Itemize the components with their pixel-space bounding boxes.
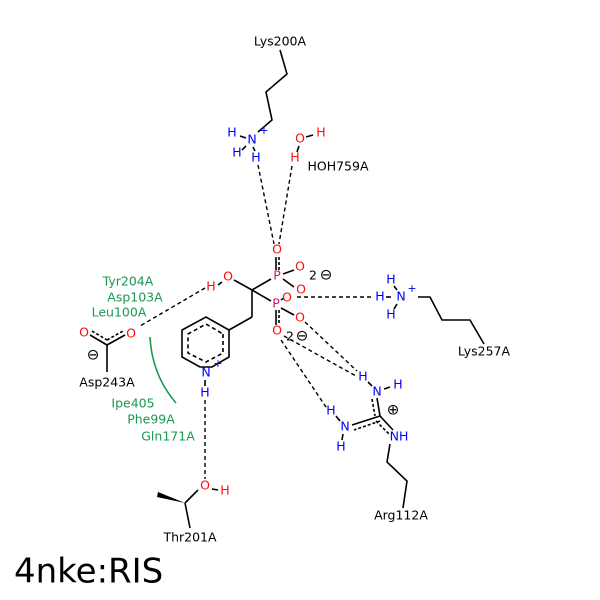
atom-o: O [295, 259, 305, 274]
atom-h: H [206, 279, 215, 294]
atom-h: H [290, 150, 299, 165]
charge-plus-circle: ⊕ [387, 401, 400, 419]
atom-h: H [358, 369, 367, 384]
bonds [89, 49, 485, 529]
hydrogen-bonds [139, 164, 372, 479]
atom-n: N [396, 289, 405, 304]
atom-h: H [386, 307, 395, 322]
atom-p: P [273, 268, 281, 283]
atom-h: H [200, 385, 209, 400]
atom-h: H [220, 483, 229, 498]
atom-h: H [251, 150, 260, 165]
charge-minus: ⊖ [87, 346, 100, 364]
contact-label: Tyr204A [102, 274, 154, 289]
contact-label: Phe99A [127, 412, 175, 427]
contact-label: Gln171A [141, 429, 195, 444]
atom-h: H [326, 403, 335, 418]
residue-label-lys257: Lys257A [458, 344, 511, 359]
atom-o: O [295, 310, 305, 325]
charge-plus: + [407, 282, 416, 295]
charge-plus: + [213, 357, 222, 370]
atom-h: H [386, 272, 395, 287]
residue-label-thr201: Thr201A [162, 530, 217, 545]
charge-minus: ⊖ [320, 266, 333, 284]
atom-o: O [200, 478, 210, 493]
atom-h: H [232, 145, 241, 160]
atom-n: N [340, 419, 349, 434]
atom-n: N [372, 384, 381, 399]
atom-o: O [79, 325, 89, 340]
atom-o: O [272, 323, 282, 338]
hydrophobic-contact-arc [149, 336, 177, 404]
atoms: N + H H H O H H O P O O 2 ⊖ O H P O O O … [79, 124, 417, 498]
atom-o: O [126, 326, 136, 341]
atom-o: O [282, 290, 292, 305]
charge-2: 2 [286, 329, 294, 344]
atom-o: O [223, 269, 233, 284]
contact-label: Leu100A [92, 305, 147, 320]
atom-h: H [393, 377, 402, 392]
charge-minus: ⊖ [296, 327, 309, 345]
residue-label-hoh759: HOH759A [307, 159, 368, 174]
contact-label: Ipe405 [111, 396, 154, 411]
atom-p: P [272, 296, 280, 311]
atom-h: H [375, 289, 384, 304]
atom-h: H [316, 125, 325, 140]
residue-label-asp243: Asp243A [79, 375, 135, 390]
atom-o: O [295, 131, 305, 146]
atom-n: N [247, 132, 256, 147]
residue-label-arg112: Arg112A [374, 508, 428, 523]
atom-nh: NH [390, 429, 409, 444]
diagram-title: 4nke:RIS [14, 552, 163, 592]
atom-n: N [201, 365, 210, 380]
contact-label: Asp103A [107, 290, 163, 305]
charge-plus: + [259, 124, 268, 137]
atom-o: O [272, 242, 282, 257]
atom-h: H [227, 125, 236, 140]
atom-h: H [336, 439, 345, 454]
charge-2: 2 [309, 268, 317, 283]
residue-label-lys200: Lys200A [254, 34, 307, 49]
atom-o: O [296, 282, 306, 297]
